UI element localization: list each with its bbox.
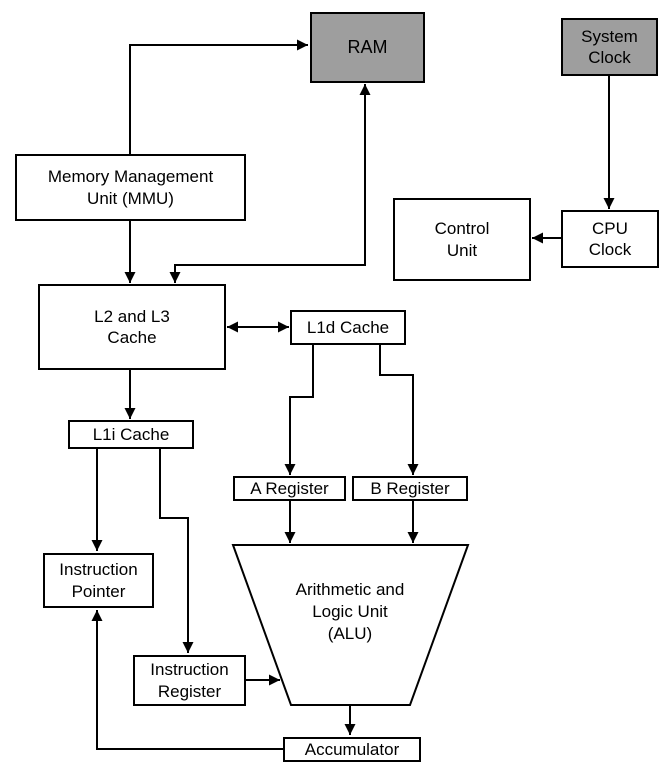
box-l1i-cache: L1i Cache: [68, 420, 194, 449]
box-ram: RAM: [310, 12, 425, 83]
box-b-register: B Register: [352, 476, 468, 501]
box-control-unit-label: Control Unit: [434, 219, 490, 260]
connector-accumulator-to-instruction-pointer: [91, 610, 283, 750]
connector-l1i-to-instruction-register: [159, 449, 194, 653]
box-mmu-label: Memory Management Unit (MMU): [47, 167, 214, 208]
box-cpu-clock: CPU Clock: [561, 210, 659, 268]
box-ram-label: RAM: [347, 37, 388, 58]
box-mmu: Memory Management Unit (MMU): [15, 154, 246, 221]
connector-mmu-to-ram: [129, 39, 308, 154]
box-instruction-register: Instruction Register: [133, 655, 246, 706]
box-b-register-label: B Register: [370, 478, 450, 498]
box-system-clock: System Clock: [561, 18, 658, 76]
box-l1i-cache-label: L1i Cache: [92, 424, 170, 444]
box-cpu-clock-label: CPU Clock: [588, 218, 632, 259]
box-l1d-cache-label: L1d Cache: [306, 317, 390, 337]
alu-label-text: Arithmetic and Logic Unit (ALU): [295, 579, 405, 644]
box-l2-l3-cache: L2 and L3 Cache: [38, 284, 226, 370]
alu-shape: [231, 544, 470, 706]
connector-l2l3-ram-double: [169, 84, 371, 283]
connector-l1d-to-a-register: [284, 345, 314, 475]
box-accumulator-label: Accumulator: [304, 739, 400, 759]
box-instruction-register-label: Instruction Register: [150, 660, 229, 701]
box-control-unit: Control Unit: [393, 198, 531, 281]
box-a-register: A Register: [233, 476, 346, 501]
connector-l1d-to-b-register: [379, 345, 419, 475]
box-l2-l3-cache-label: L2 and L3 Cache: [94, 306, 170, 347]
box-l1d-cache: L1d Cache: [290, 310, 406, 345]
alu-label: Arithmetic and Logic Unit (ALU): [255, 568, 445, 656]
box-accumulator: Accumulator: [283, 737, 421, 762]
box-instruction-pointer: Instruction Pointer: [43, 553, 154, 608]
box-system-clock-label: System Clock: [581, 26, 638, 67]
box-a-register-label: A Register: [250, 478, 329, 498]
box-instruction-pointer-label: Instruction Pointer: [59, 560, 138, 601]
